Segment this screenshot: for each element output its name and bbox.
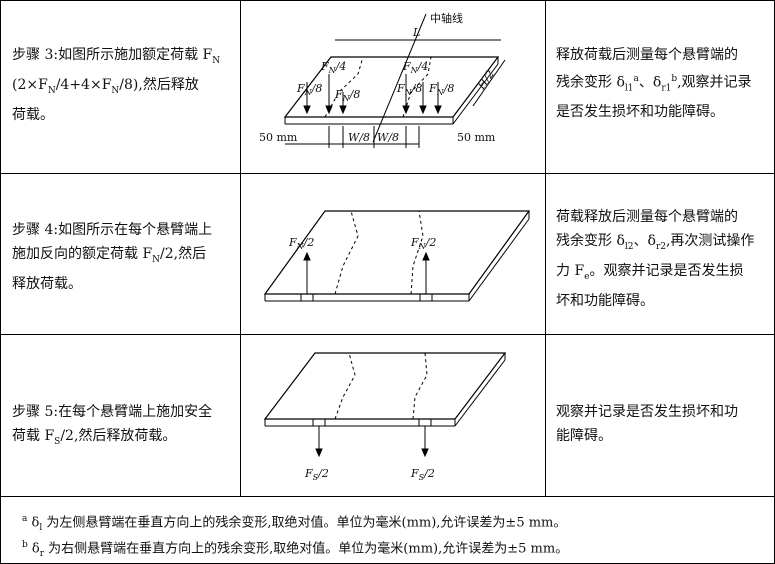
svg-text:50 mm: 50 mm <box>457 131 496 144</box>
svg-text:FN/2: FN/2 <box>288 236 314 251</box>
svg-text:W/8: W/8 <box>377 131 399 144</box>
svg-text:FN/8: FN/8 <box>396 82 422 97</box>
svg-text:L: L <box>412 26 420 39</box>
svg-text:W/8: W/8 <box>348 131 370 144</box>
svg-text:FN/8: FN/8 <box>428 82 454 97</box>
col-divider <box>545 0 546 496</box>
step4-description: 荷载释放后测量每个悬臂端的 残余变形 δl2、δr2,再次测试操作 力 Fe。观… <box>556 209 755 309</box>
svg-text:FN/8: FN/8 <box>296 82 322 97</box>
col-divider <box>240 0 241 496</box>
step3-text: 步骤 3:如图所示施加额定荷载 FN (2×FN/4+4×FN/8),然后释放 … <box>12 47 221 123</box>
row-divider <box>0 496 775 497</box>
step3-description: 释放荷载后测量每个悬臂端的 残余变形 δl1a、δr1b,观察并记录 是否发生损… <box>556 47 752 121</box>
step5-figure: FS/2 FS/2 <box>263 352 507 482</box>
footnote-b: b δr 为右侧悬臂端在垂直方向上的残余变形,取绝对值。单位为毫米(mm),允许… <box>22 540 569 559</box>
svg-text:FN/4: FN/4 <box>320 60 346 75</box>
step4-figure: FN/2 FN/2 <box>263 210 531 302</box>
svg-text:FS/2: FS/2 <box>304 467 329 482</box>
step5-description: 观察并记录是否发生损坏和功 能障碍。 <box>556 404 738 444</box>
svg-text:FN/4: FN/4 <box>402 60 428 75</box>
svg-text:50 mm: 50 mm <box>259 131 298 144</box>
svg-text:FN/2: FN/2 <box>410 236 436 251</box>
svg-text:FN/8: FN/8 <box>334 88 360 103</box>
row-divider <box>0 334 775 335</box>
step4-text: 步骤 4:如图所示在每个悬臂端上 施加反向的额定荷载 FN/2,然后 释放荷载。 <box>12 222 213 292</box>
svg-text:中轴线: 中轴线 <box>430 11 463 25</box>
footnote-a: a δl 为左侧悬臂端在垂直方向上的残余变形,取绝对值。单位为毫米(mm),允许… <box>22 514 567 533</box>
row-divider <box>0 173 775 174</box>
svg-text:FS/2: FS/2 <box>410 467 435 482</box>
step3-figure: 中轴线 L H/2 FN/4 FN/4 FN/8 FN/8 FN/8 FN/8 … <box>259 11 506 148</box>
step5-text: 步骤 5:在每个悬臂端上施加安全 荷载 FS/2,然后释放荷载。 <box>12 404 213 447</box>
svg-text:H/2: H/2 <box>474 68 497 93</box>
